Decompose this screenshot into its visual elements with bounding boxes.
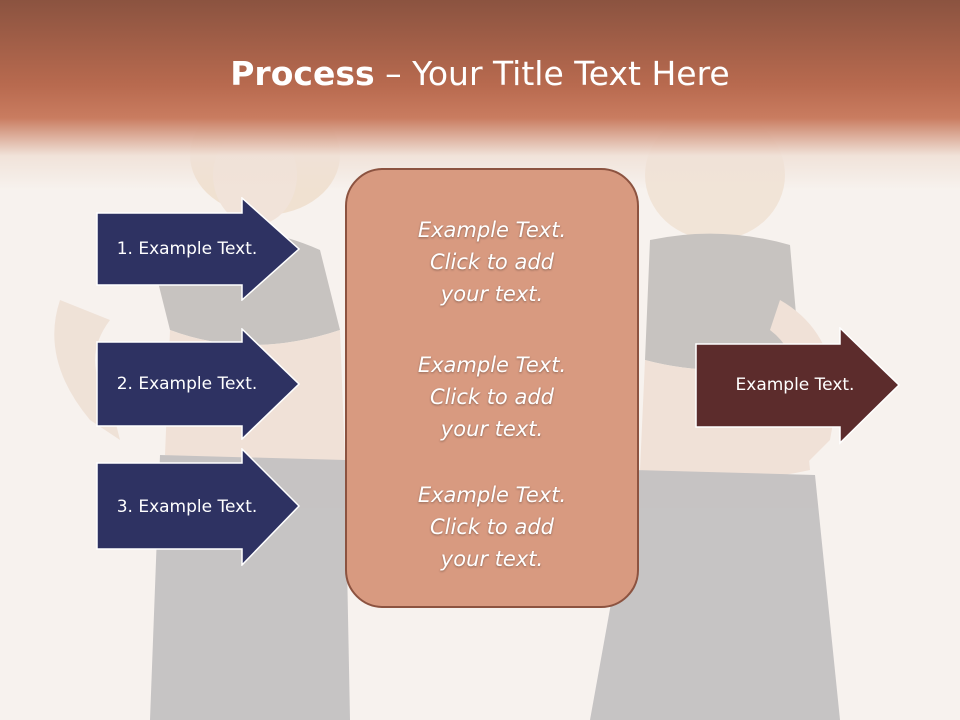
arrow-right-shape-icon	[695, 327, 901, 445]
arrow-right-shape-icon	[96, 328, 300, 440]
center-text-box[interactable]: Example Text. Click to add your text. Ex…	[345, 168, 639, 608]
left-arrow-2-label: 2. Example Text.	[116, 374, 258, 394]
center-line: your text.	[440, 282, 544, 306]
center-paragraph-2: Example Text. Click to add your text.	[347, 349, 637, 445]
center-line: Example Text.	[417, 483, 567, 507]
center-line: Example Text.	[417, 353, 567, 377]
left-arrow-1[interactable]: 1. Example Text.	[96, 197, 300, 301]
left-arrow-3-label: 3. Example Text.	[116, 497, 258, 517]
right-arrow-label: Example Text.	[735, 375, 855, 395]
left-arrow-3[interactable]: 3. Example Text.	[96, 448, 300, 566]
left-arrow-2[interactable]: 2. Example Text.	[96, 328, 300, 440]
center-line: your text.	[440, 417, 544, 441]
title-rest-part: – Your Title Text Here	[374, 54, 730, 93]
arrow-right-shape-icon	[96, 448, 300, 566]
left-arrow-1-label: 1. Example Text.	[116, 239, 258, 259]
title-bold-part: Process	[230, 54, 375, 93]
title-bar	[0, 0, 960, 190]
center-line: Click to add	[429, 515, 554, 539]
center-paragraph-3: Example Text. Click to add your text.	[347, 479, 637, 575]
center-paragraph-1: Example Text. Click to add your text.	[347, 214, 637, 310]
right-arrow[interactable]: Example Text.	[695, 327, 901, 445]
center-line: Example Text.	[417, 218, 567, 242]
slide-title: Process – Your Title Text Here	[0, 52, 960, 96]
center-line: Click to add	[429, 385, 554, 409]
arrow-right-shape-icon	[96, 197, 300, 301]
center-line: your text.	[440, 547, 544, 571]
center-line: Click to add	[429, 250, 554, 274]
